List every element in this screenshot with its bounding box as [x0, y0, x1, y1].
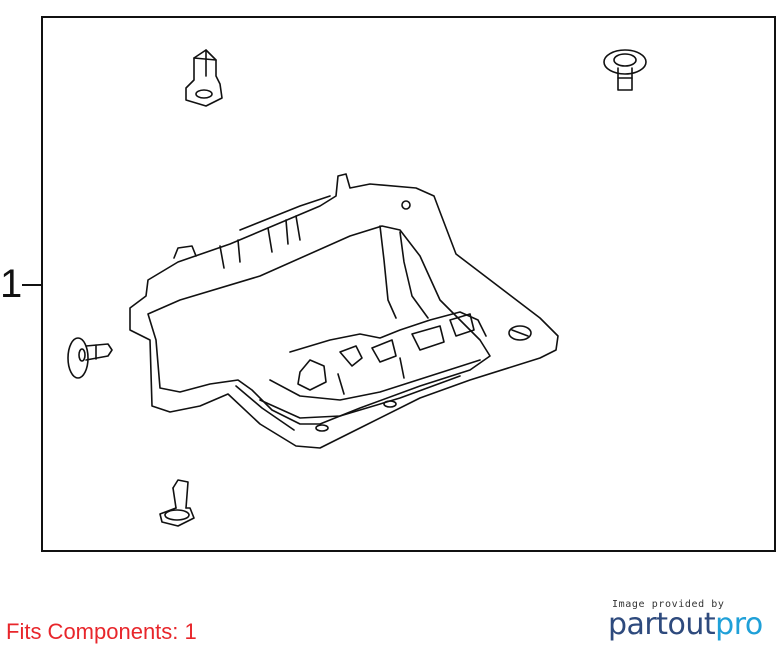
retainer-clip-icon[interactable]	[185, 49, 223, 107]
image-credit-text: Image provided by	[612, 599, 725, 610]
partoutpro-logo[interactable]: partoutpro	[608, 607, 763, 642]
logo-part-accent: pro	[715, 607, 763, 642]
glove-box-housing-icon[interactable]	[129, 173, 559, 449]
push-clip-bottom-icon[interactable]	[159, 479, 195, 527]
callout-number: 1	[0, 262, 23, 306]
fits-components-text: Fits Components: 1	[6, 619, 197, 644]
push-clip-icon[interactable]	[603, 49, 647, 91]
push-clip-side-icon[interactable]	[67, 337, 113, 379]
callout-leader-line	[22, 284, 42, 286]
logo-part-primary: partout	[608, 607, 716, 642]
